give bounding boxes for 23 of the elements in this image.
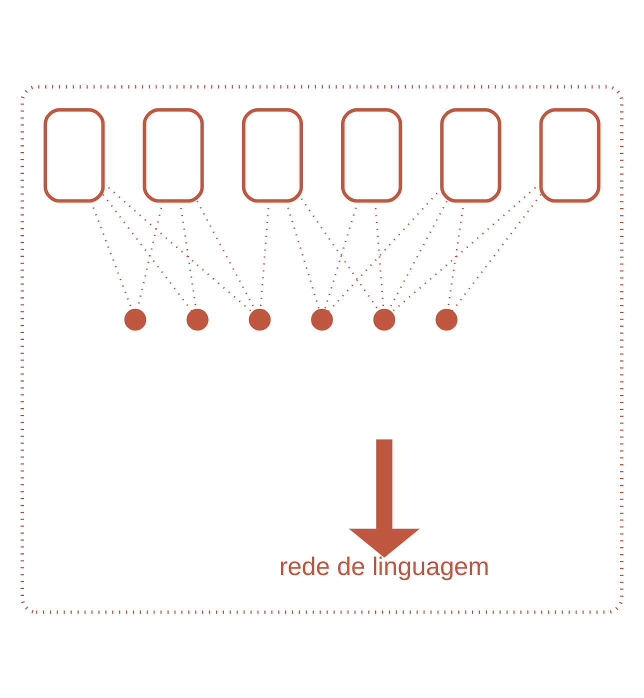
node-circle (436, 308, 458, 330)
connector (285, 200, 320, 310)
node-text: rede de linguagem (279, 552, 490, 580)
node-box (142, 108, 204, 202)
connector (328, 187, 442, 312)
connector (300, 198, 380, 311)
node-circle (311, 308, 333, 330)
connector (391, 182, 542, 312)
node-box (44, 108, 105, 202)
node-circle (373, 308, 396, 330)
cluster (20, 84, 624, 614)
node-box (341, 108, 402, 202)
node-box (242, 108, 303, 202)
node-circle (186, 308, 208, 330)
connector (452, 194, 542, 311)
connector (102, 194, 192, 311)
arrow (348, 438, 420, 558)
node-circle (124, 308, 146, 330)
node-box (440, 108, 502, 202)
connector (324, 200, 359, 310)
connector (102, 182, 253, 312)
node-circle (248, 308, 271, 330)
node-box (539, 108, 600, 202)
